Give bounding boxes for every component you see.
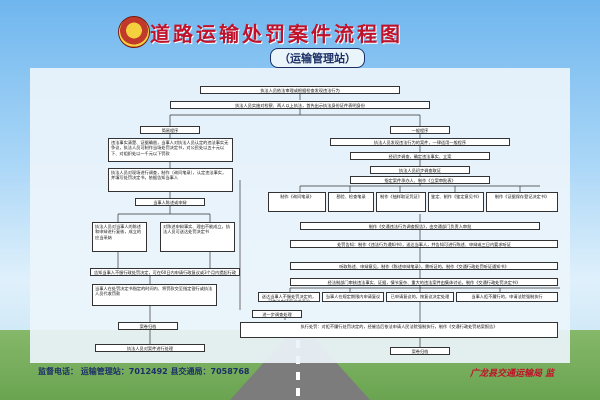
road-lane-marking — [296, 340, 300, 400]
evidence-inspection: 勘验、检查笔录 — [328, 192, 374, 212]
general-apply-rule: 执法人员发现违法行为的案件，一律适用一般程序 — [330, 138, 510, 146]
issuer-name: 广龙县交通运输局 监 — [470, 369, 555, 379]
general-penalty-notice: 处罚告知：制作《违法行为通知书》，送达当事人，并告知可进行陈述、申辩或三日内要求… — [290, 240, 558, 248]
page-title: 道路运输处罚案件流程图 — [150, 22, 403, 46]
evidence-inquiry: 制作《询问笔录》 — [268, 192, 326, 212]
simple-handle-case: 执法人员对案件进行处理 — [95, 344, 205, 352]
flow-start-detect: 执法人员依法审理或根据检查发现违法行为 — [200, 86, 400, 94]
result-not-accept: 送达当事人不服处罚决定的，可依法申请复议或诉讼 — [258, 292, 320, 302]
general-assign-handler: 指定案件承办人、制作《立案审批表》 — [350, 176, 490, 184]
general-legal-review: 经法制部门审核违法事实、证据，情节复杂、重大的违法案件由集体讨论，制作《交通行政… — [290, 278, 558, 286]
simple-appeal-notice: 告知当事人不服行政处罚决定，可在60日内申请行政复议或3个月内提起行政诉讼 — [90, 268, 240, 276]
result-review-decision: 已申请复议的，按复议决定处理 — [386, 292, 454, 302]
general-file-case: 经初步调查，确定违法事实、立案 — [350, 152, 490, 160]
supervision-phone: 监督电话： 运输管理站：7012492 县交通局：7058768 — [38, 367, 250, 376]
result-review-request: 当事人在规定期限内申请复议 — [322, 292, 384, 302]
simple-statement-defense: 当事人陈述或申辩 — [135, 198, 205, 206]
result-enforce: 当事人拒不履行的，申请法院强制执行 — [456, 292, 558, 302]
emblem-icon — [118, 16, 150, 48]
flow-show-id: 执法人员实施对检察、两人以上执法，首先出示执法身份证件表明身份 — [170, 101, 430, 109]
simple-review-accept: 执法人员对当事人的陈述和申辩进行复核，成立的应当采纳 — [92, 222, 147, 252]
footer: 监督电话： 运输管理站：7012492 县交通局：7058768 广龙县交通运输… — [0, 364, 600, 384]
evidence-sampling: 制作《抽样取证凭证》 — [376, 192, 426, 212]
general-hearing: 听取陈述、申辩意见，制作《陈述申辩笔录》，需听证的，制作《交通行政处罚听证通知书… — [290, 262, 558, 270]
page-subtitle: （运输管理站） — [270, 48, 365, 68]
simple-investigation: 执法人员对现场进行调查，制作（询问笔录），认定违法事实，并填写处罚决定书，依据告… — [108, 168, 233, 192]
evidence-preservation: 制作《证据保存登记决定书》 — [486, 192, 558, 212]
general-investigation-report: 制作《交通违法行为调查报告》，由交通部门负责人审批 — [300, 222, 540, 230]
general-procedure-head: 一般程序 — [390, 126, 450, 134]
simple-on-site-decision: 违法事实清楚、证据确凿，当事人对执法人员认定的违法事实无争议，执法人员可制作当场… — [108, 138, 233, 162]
general-archive: 案卷归档 — [390, 347, 450, 355]
simple-archive: 案卷归档 — [118, 322, 178, 330]
simple-procedure-head: 简易程序 — [140, 126, 200, 134]
header-banner: 道路运输处罚案件流程图 （运输管理站） — [0, 0, 600, 70]
evidence-appraisal: 鉴定、制作《鉴定意见书》 — [428, 192, 484, 212]
general-further-investigation: 进一步调查处理 — [252, 310, 302, 318]
general-preliminary: 执法人员初步调查取证 — [370, 166, 470, 174]
general-execute-penalty: 执行处罚：对拒不履行处罚决定的，经催告后依法申请人民法院强制执行，制作《交通行政… — [240, 322, 558, 338]
simple-reject-deliver: 对陈述申辩事实、理由不能成立，执法人员可送达处罚决定书 — [160, 222, 235, 252]
simple-pay-fine: 当事人在处罚决定书指定的时间内、将罚款交至指定银行或执法人员代收罚款 — [92, 284, 217, 306]
